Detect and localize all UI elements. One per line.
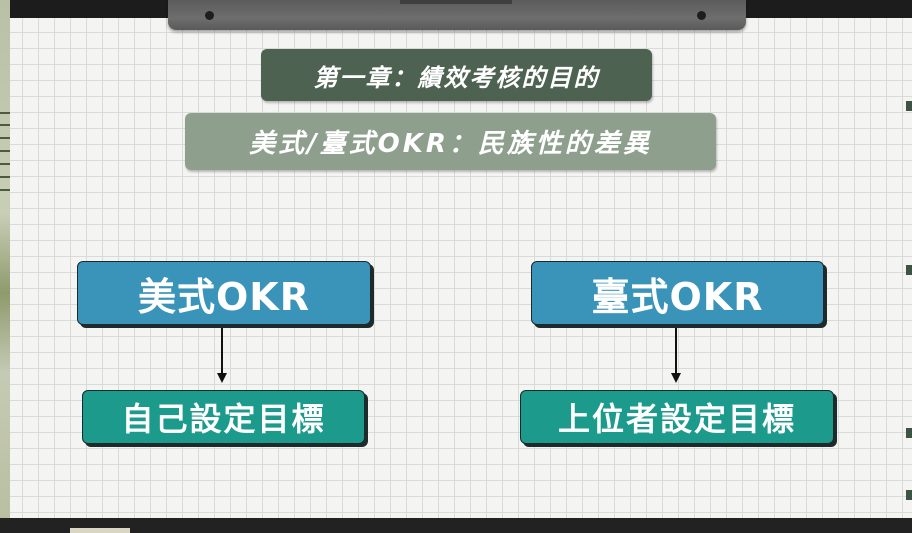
superior-set-goal-box: 上位者設定目標 <box>520 390 834 444</box>
superior-set-goal-label: 上位者設定目標 <box>557 400 796 438</box>
us-okr-box: 美式OKR <box>77 261 371 325</box>
hanger-notch <box>400 0 512 4</box>
board-edge-tab <box>906 101 912 111</box>
bolt-icon <box>205 11 214 20</box>
bottom-glare <box>70 528 130 533</box>
chapter-title-badge: 第一章：績效考核的目的 <box>261 49 652 101</box>
tw-okr-box: 臺式OKR <box>531 261 824 325</box>
subtitle: 美式/臺式OKR：民族性的差異 <box>249 129 652 159</box>
bottom-frame <box>0 518 912 533</box>
board-edge-tab <box>906 428 912 438</box>
board-edge-tab <box>906 265 912 275</box>
left-decor-strip <box>0 0 10 533</box>
bolt-icon <box>697 11 706 20</box>
self-set-goal-box: 自己設定目標 <box>82 390 365 444</box>
tw-okr-label: 臺式OKR <box>591 274 764 319</box>
board-edge-tab <box>906 490 912 500</box>
subtitle-badge: 美式/臺式OKR：民族性的差異 <box>185 113 716 170</box>
chapter-title: 第一章：績效考核的目的 <box>313 63 600 92</box>
self-set-goal-label: 自己設定目標 <box>121 400 326 438</box>
board-hanger-bar <box>168 0 746 30</box>
us-okr-label: 美式OKR <box>137 274 310 319</box>
